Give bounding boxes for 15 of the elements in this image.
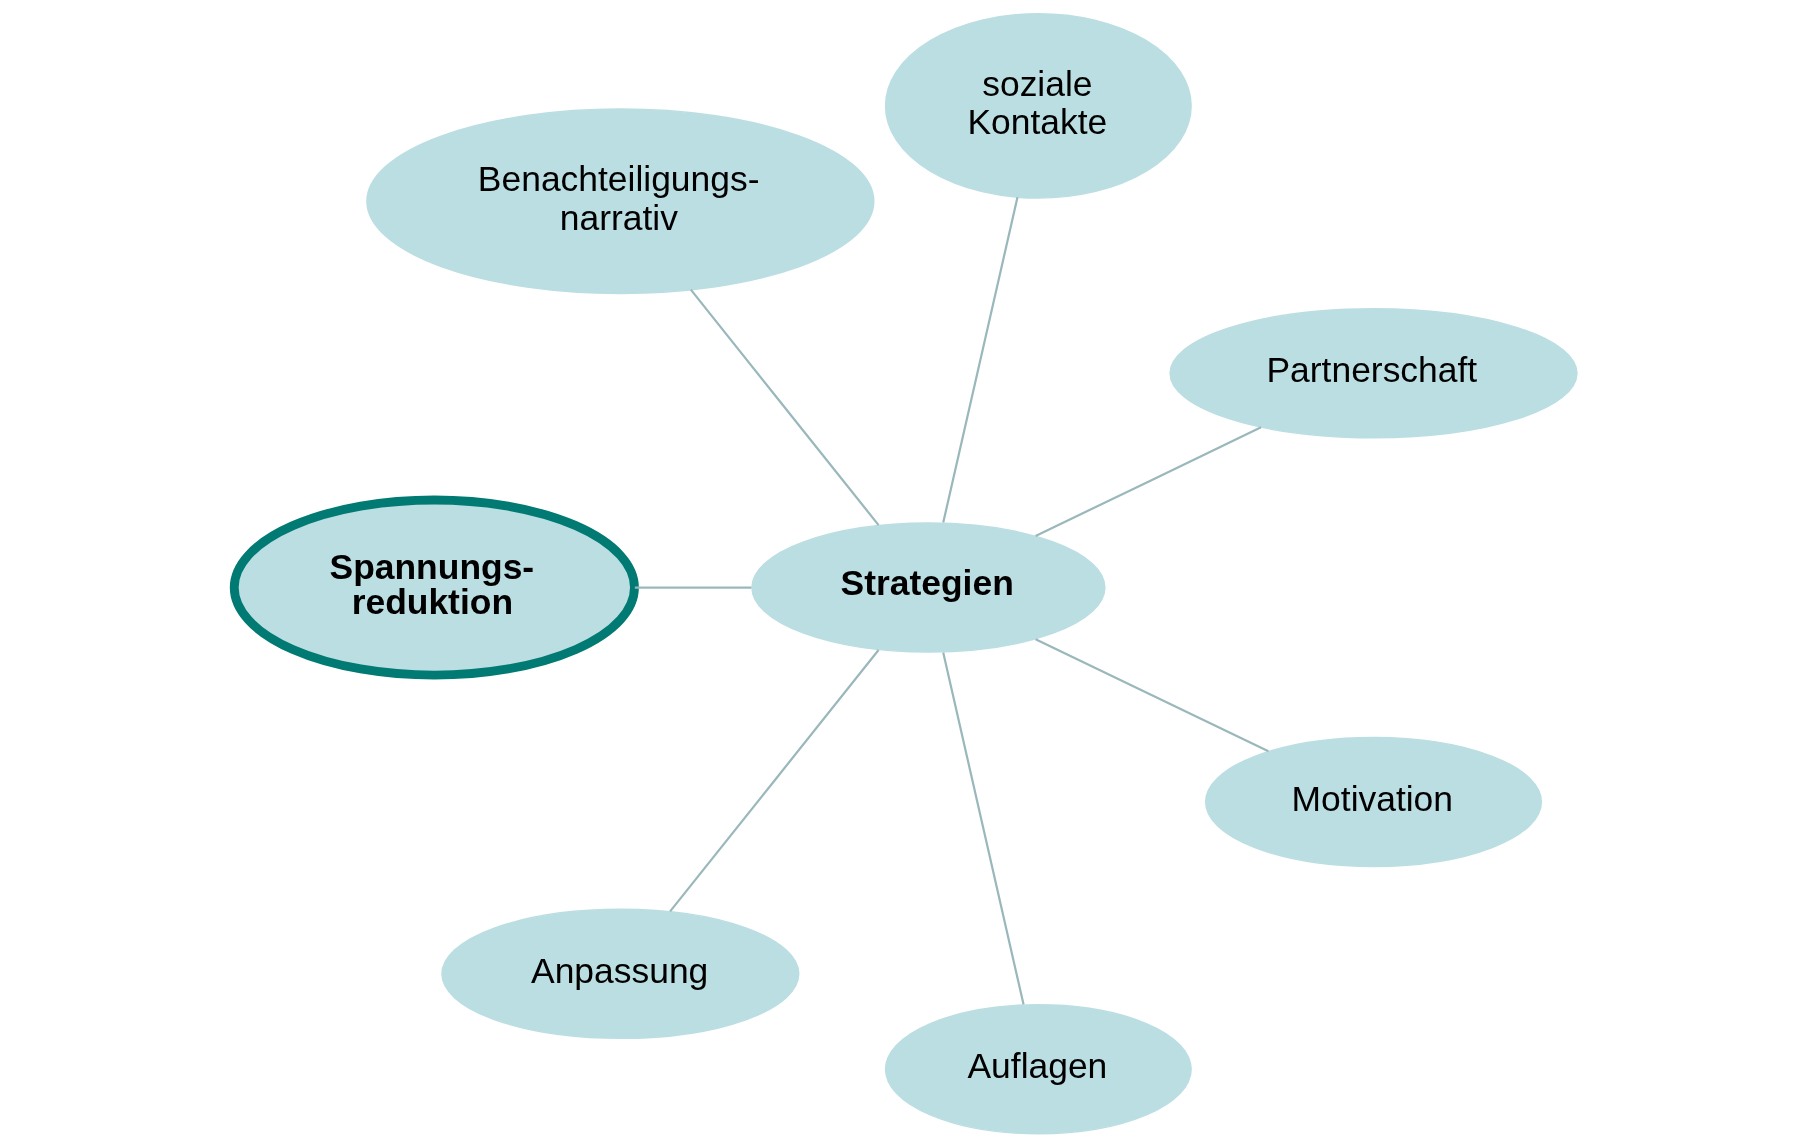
connector (689, 288, 879, 526)
connector (668, 649, 879, 913)
node-ellipse: soziale Kontakte (884, 12, 1192, 199)
node-ellipse: Benachteiligungs- narrativ (365, 108, 875, 295)
connector (941, 652, 1025, 1005)
node-ellipse: Auflagen (884, 1004, 1192, 1135)
node-ellipse: Partnerschaft (1168, 308, 1578, 439)
node-ellipse: Strategien (750, 522, 1106, 653)
node-ellipse: Anpassung (440, 908, 799, 1040)
connector (1034, 426, 1262, 537)
connector (634, 586, 751, 589)
node-ellipse: Motivation (1204, 736, 1542, 868)
node-ellipse: Spannungs- reduktion (229, 495, 639, 680)
connector (1034, 638, 1269, 753)
connector (941, 197, 1019, 523)
